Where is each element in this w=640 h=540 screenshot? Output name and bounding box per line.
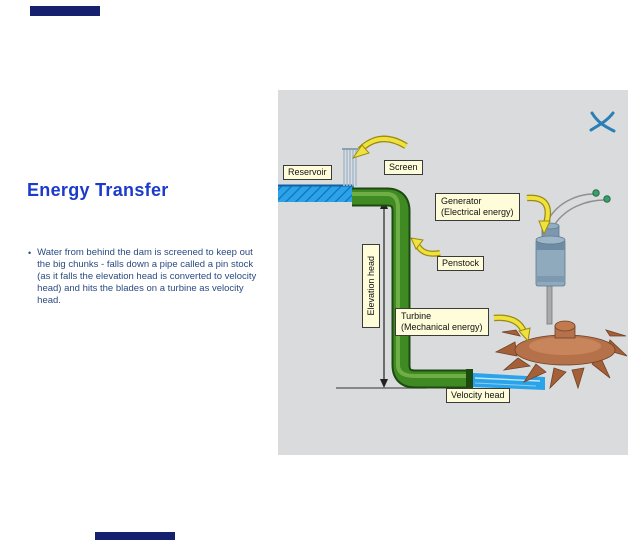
bullet-item: • Water from behind the dam is screened … (28, 247, 268, 307)
penstock-label: Penstock (437, 256, 485, 271)
generator-wires (545, 193, 606, 225)
turbine-label-line1: Turbine (401, 311, 432, 321)
screen-label: Screen (384, 160, 423, 175)
reservoir-water (278, 184, 354, 202)
callout-arrow-turbine (493, 314, 531, 343)
generator-label-line2: (Electrical energy) (441, 207, 514, 217)
callout-arrow-generator (526, 194, 552, 236)
bullet-text: Water from behind the dam is screened to… (37, 247, 257, 306)
terminal-icons (592, 189, 611, 203)
generator-label-line1: Generator (441, 196, 482, 206)
bullet-marker: • (28, 248, 32, 258)
elevation-head-label: Elevation head (362, 244, 380, 328)
logo-icon (589, 111, 616, 133)
slide-title: Energy Transfer (27, 180, 169, 200)
turbine-label: Turbine (Mechanical energy) (395, 308, 489, 336)
generator-shaft (546, 285, 553, 325)
reservoir-label: Reservoir (283, 165, 332, 180)
hydro-diagram-graphic (278, 111, 628, 390)
accent-bar-top (30, 6, 100, 16)
intake-screen-icon (342, 148, 358, 186)
elevation-head-arrow (380, 200, 388, 388)
generator-label: Generator (Electrical energy) (435, 193, 520, 221)
callout-arrow-penstock (410, 237, 441, 257)
diagram-panel: Reservoir Screen Generator (Electrical e… (278, 90, 628, 455)
velocity-head-label: Velocity head (446, 388, 510, 403)
callout-arrow-screen (351, 135, 408, 159)
turbine-label-line2: (Mechanical energy) (401, 322, 483, 332)
generator-graphic (535, 222, 566, 287)
penstock-pipe (352, 187, 473, 389)
accent-bar-bottom (95, 532, 175, 540)
turbine-graphic (494, 320, 628, 390)
